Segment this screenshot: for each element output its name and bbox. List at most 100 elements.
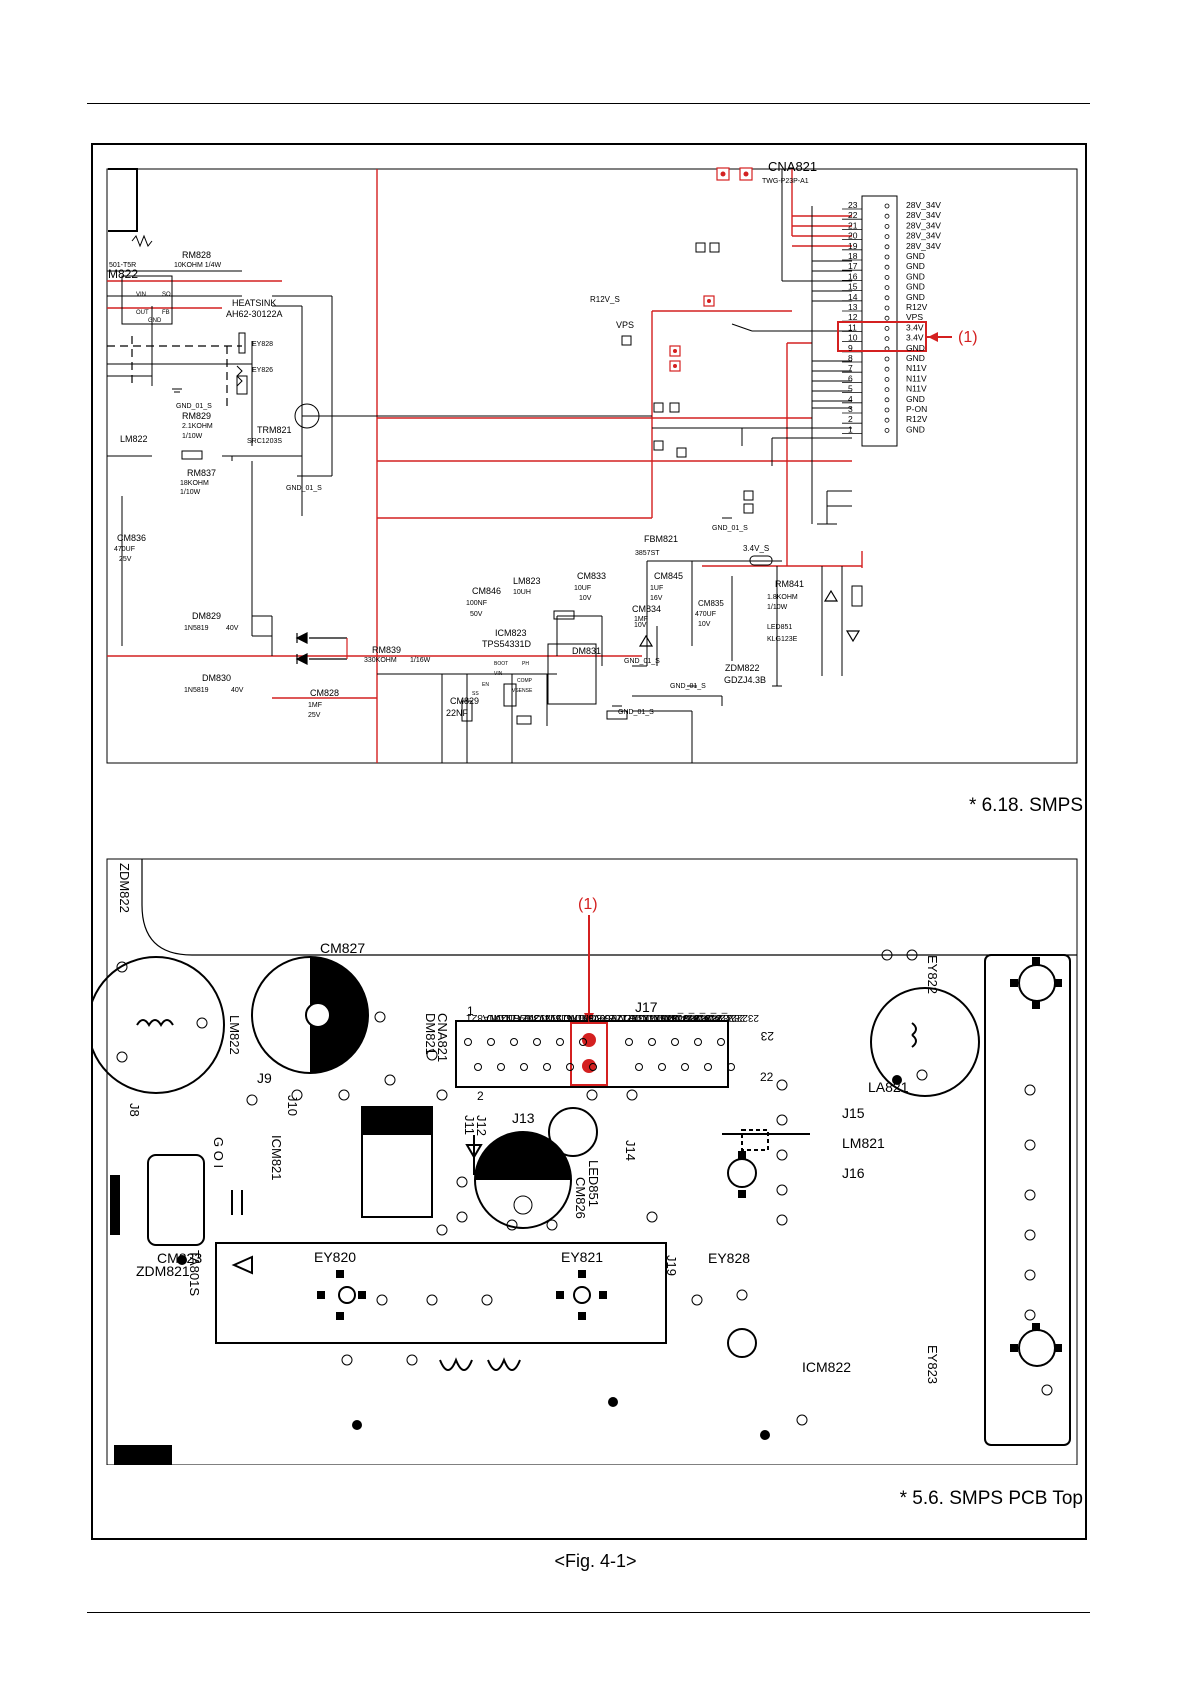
via-hole <box>246 1094 258 1106</box>
label-lm823: LM823 <box>513 576 541 586</box>
via-hole <box>426 1294 438 1306</box>
pcb-label-cm827: CM827 <box>320 940 365 956</box>
via-hole <box>916 1069 928 1081</box>
footer-rule <box>87 1612 1090 1613</box>
connector-hole <box>625 1038 633 1046</box>
label-rm841: RM841 <box>775 579 804 589</box>
pcb-legend-item: 16.GND <box>646 1012 682 1023</box>
pcb-label-j14: J14 <box>623 1140 638 1161</box>
label-rm828: RM828 <box>182 250 211 260</box>
via-hole <box>374 1011 386 1023</box>
label-gnd01s-f: GND_01_S <box>618 709 654 716</box>
pin-pad <box>884 407 890 413</box>
pcb-label-zdm821: ZDM821 <box>136 1263 190 1279</box>
connector-hole <box>543 1063 551 1071</box>
caption-pcb-top: * 5.6. SMPS PCB Top <box>899 1488 1083 1509</box>
pin-number: 20 <box>848 231 858 241</box>
connector-hole <box>510 1038 518 1046</box>
pcb-label-j19: J19 <box>664 1255 679 1276</box>
pcb-legend-title: CNA821 <box>466 1012 504 1023</box>
pin-pad <box>884 366 890 372</box>
pin-net: GND <box>906 292 925 302</box>
label-dm830-part: 1N5819 <box>184 687 209 694</box>
label-rm829-value: 2.1KOHM <box>182 423 213 430</box>
via-hole <box>881 949 893 961</box>
label-dm829-part: 1N5819 <box>184 625 209 632</box>
pcb-legend-item: 11.3.6V <box>593 1012 627 1023</box>
label-cm828-volt: 25V <box>308 712 321 719</box>
via-hole <box>776 1184 788 1196</box>
pcb-legend-item: 6.N12V <box>538 1012 572 1023</box>
pin-net: N11V <box>906 373 927 383</box>
label-dm830: DM830 <box>202 673 231 683</box>
label-pin-ss: SS <box>472 691 479 697</box>
label-zdm822: ZDM822 <box>725 663 760 673</box>
pcb-legend-item: 9.GND <box>574 1012 605 1023</box>
label-cm833-volt: 10V <box>579 595 592 602</box>
pcb-label-pin1: 1 <box>467 1004 474 1018</box>
label-cm829: CM829 <box>450 696 479 706</box>
via-hole <box>776 1214 788 1226</box>
label-pin-vin: VIN <box>494 671 503 677</box>
pcb-legend-item: 2.R12V <box>494 1012 528 1023</box>
via-hole <box>376 1294 388 1306</box>
pin-net: GND <box>906 424 925 434</box>
label-tr-part: 501-T5R <box>109 262 136 269</box>
pin-pad <box>884 224 890 229</box>
pcb-legend-item: 13.R12V <box>610 1012 649 1023</box>
pin-net: N11V <box>906 384 927 394</box>
via-hole <box>776 1079 788 1091</box>
label-rm841-watt: 1/10W <box>767 604 788 611</box>
label-pin-vsense: VSENSE <box>512 688 533 694</box>
pin-pad <box>884 356 890 362</box>
connector-hole <box>635 1063 643 1071</box>
pin-net: GND <box>906 282 925 292</box>
label-cna821-part: TWG-P23P-A1 <box>762 178 809 185</box>
label-fbm821: FBM821 <box>644 534 678 544</box>
pin-pad <box>884 427 890 433</box>
pin-pad <box>884 295 890 301</box>
pin-number: 1 <box>848 424 853 434</box>
pcb-legend-item: 4.GND <box>519 1012 550 1023</box>
label-r12v-s: R12V_S <box>590 295 620 304</box>
pin-number: 21 <box>848 220 858 230</box>
connector-hole <box>487 1038 495 1046</box>
pin-pad <box>884 387 890 393</box>
label-gnd01s-b: GND_01_S <box>286 485 322 492</box>
pcb-legend-item: 17.GND <box>657 1012 693 1023</box>
label-icm823: ICM823 <box>495 628 527 638</box>
label-cm835: CM835 <box>698 599 724 608</box>
pcb-label-zdm822: ZDM822 <box>117 863 132 913</box>
pin-number: 6 <box>848 373 853 383</box>
label-cm834-volt: 10V <box>634 622 647 629</box>
connector-hole <box>464 1038 472 1046</box>
pin-number: 14 <box>848 292 858 302</box>
label-led851: LED851 <box>767 624 792 631</box>
via-hole <box>456 1176 468 1188</box>
pcb-label-j17: J17 <box>635 999 658 1015</box>
label-cm828-value: 1MF <box>308 702 322 709</box>
label-vin: VIN <box>136 292 146 298</box>
caption-smps: * 6.18. SMPS <box>968 795 1083 816</box>
pcb-legend-item: 20.28V_34V <box>671 1012 726 1023</box>
pcb-legend-item: 18.GND <box>668 1012 704 1023</box>
via-hole <box>691 1294 703 1306</box>
label-out: OUT <box>136 310 149 316</box>
connector-hole <box>556 1038 564 1046</box>
pcb-label-lm822: LM822 <box>227 1015 242 1055</box>
pin-pad <box>884 213 890 219</box>
connector-hole <box>681 1063 689 1071</box>
label-cm845-value: 1UF <box>650 585 663 592</box>
connector-hole <box>671 1038 679 1046</box>
connector-hole <box>579 1038 587 1046</box>
label-dm829-volt: 40V <box>226 625 239 632</box>
via-hole <box>1024 1269 1036 1281</box>
pin-net: VPS <box>906 312 923 322</box>
label-ey826: EY826 <box>252 367 273 374</box>
via-hole <box>338 1089 350 1101</box>
connector-hole <box>727 1063 735 1071</box>
label-gnd01s-c: GND_01_S <box>712 525 748 532</box>
via-hole <box>1024 1229 1036 1241</box>
label-dm830-volt: 40V <box>231 687 244 694</box>
label-trm821: TRM821 <box>257 425 292 435</box>
